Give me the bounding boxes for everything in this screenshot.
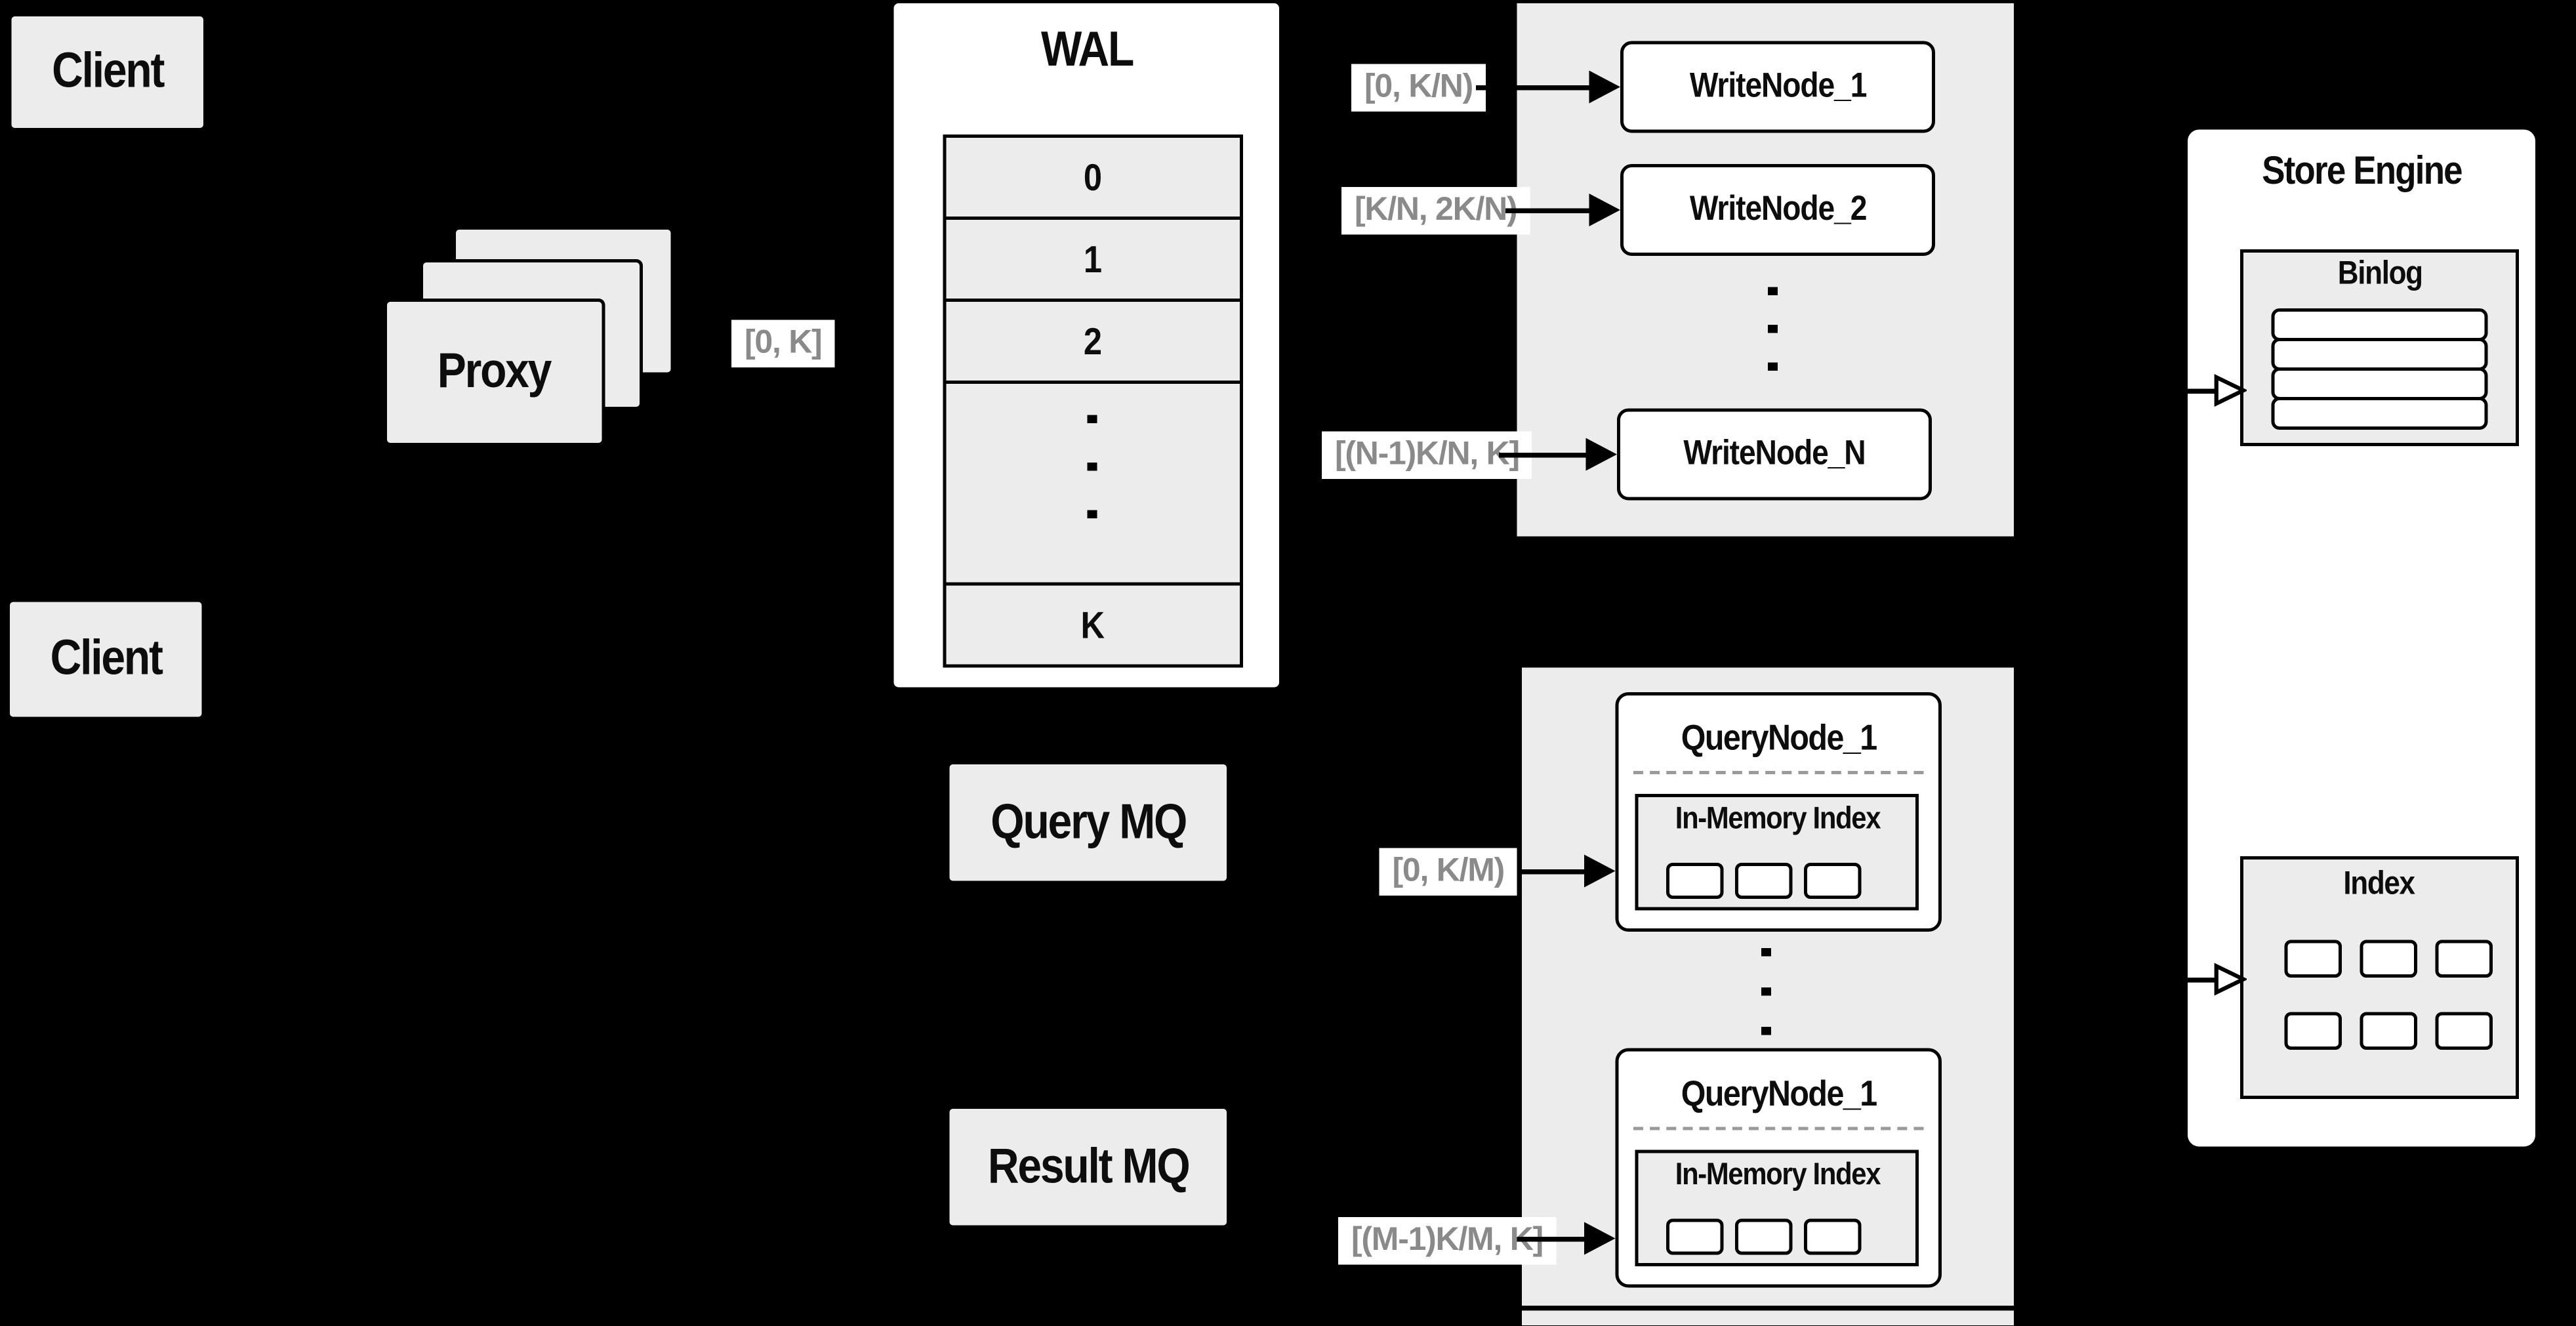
wal-row-ellipsis: [943, 381, 1243, 586]
arrow-writenode-n-shaft: [1499, 453, 1586, 458]
arrow-writenode-2-head-icon: [1589, 194, 1620, 226]
query-mq-label: Query MQ: [990, 795, 1187, 849]
arrow-binlog-open-head-icon: [2214, 374, 2247, 407]
querynode-ellipsis-dot: [1761, 1027, 1771, 1035]
memory-cell: [1666, 863, 1724, 899]
range-label-writenode-2: [K/N, 2K/N): [1341, 187, 1530, 235]
result-mq-label: Result MQ: [987, 1139, 1190, 1193]
binlog-title: Binlog: [2337, 256, 2423, 292]
proxy-node: Proxy: [384, 299, 605, 446]
writenode-ellipsis-dot: [1768, 362, 1778, 371]
memory-cell: [1804, 863, 1862, 899]
wal-title: WAL: [1040, 23, 1134, 77]
wal-row-2: 2: [943, 299, 1243, 384]
index-cell: [2360, 940, 2417, 978]
memory-cell: [1735, 863, 1793, 899]
writenode-n-label: WriteNode_N: [1683, 434, 1866, 473]
querynode-ellipsis-dot: [1761, 987, 1771, 996]
arrow-writenode-n-head-icon: [1585, 438, 1617, 471]
wal-row-0: 0: [943, 135, 1243, 220]
querynode-top-title: QueryNode_1: [1681, 716, 1877, 758]
arrow-querynode-bottom-shaft: [1517, 1237, 1584, 1242]
arrow-querynode-top-head-icon: [1584, 854, 1616, 888]
wal-row-1: 1: [943, 217, 1243, 302]
index-cell: [2284, 940, 2342, 978]
result-mq-node: Result MQ: [946, 1106, 1230, 1229]
in-memory-index-top-title: In-Memory Index: [1674, 802, 1881, 837]
memory-cell: [1666, 1218, 1724, 1255]
index-cell: [2435, 1012, 2493, 1050]
binlog-row: [2271, 308, 2488, 341]
writenode-1-label: WriteNode_1: [1689, 67, 1867, 106]
writenode-ellipsis-dot: [1768, 287, 1778, 295]
binlog-row: [2271, 367, 2488, 400]
range-label-writenode-1: [0, K/N): [1351, 64, 1486, 112]
client-bottom-label: Client: [50, 631, 163, 686]
writenode-2-node: WriteNode_2: [1620, 164, 1935, 256]
client-top-label: Client: [51, 44, 165, 99]
memory-cell: [1804, 1218, 1862, 1255]
writenode-ellipsis-dot: [1768, 325, 1778, 333]
arrow-writenode-1-shaft: [1476, 85, 1589, 91]
querynode-top-divider: [1633, 771, 1924, 774]
memory-cell: [1735, 1218, 1793, 1255]
index-cell: [2435, 940, 2493, 978]
arrow-writenode-2-shaft: [1505, 208, 1589, 213]
querynode-bottom-divider: [1633, 1127, 1924, 1130]
index-node: Index: [2240, 856, 2519, 1099]
wal-ellipsis-dot: [1087, 415, 1097, 423]
arrow-binlog-shaft: [2188, 388, 2217, 394]
wal-ellipsis-dot: [1087, 510, 1097, 518]
index-cell: [2284, 1012, 2342, 1050]
wal-row-k: K: [943, 582, 1243, 668]
writenode-n-node: WriteNode_N: [1617, 408, 1932, 501]
binlog-row: [2271, 397, 2488, 430]
querynode-panel-bottom-border: [1522, 1306, 2014, 1311]
range-label-proxy-wal: [0, K]: [731, 320, 835, 367]
client-top-node: Client: [8, 13, 207, 131]
client-bottom-node: Client: [7, 598, 205, 720]
proxy-label: Proxy: [438, 344, 553, 399]
querynode-ellipsis-dot: [1761, 948, 1771, 957]
querynode-bottom-title: QueryNode_1: [1681, 1073, 1877, 1114]
store-engine-title: Store Engine: [2261, 149, 2463, 194]
index-cell: [2360, 1012, 2417, 1050]
range-label-writenode-n: [(N-1)K/N, K]: [1322, 431, 1532, 479]
query-mq-node: Query MQ: [946, 761, 1230, 884]
wal-ellipsis-dot: [1087, 463, 1097, 471]
index-title: Index: [2344, 866, 2416, 902]
in-memory-index-bottom-title: In-Memory Index: [1674, 1158, 1881, 1193]
arrow-writenode-1-head-icon: [1589, 70, 1620, 104]
writenode-1-node: WriteNode_1: [1620, 41, 1935, 133]
binlog-row: [2271, 338, 2488, 371]
arrow-querynode-bottom-head-icon: [1584, 1222, 1616, 1255]
arrow-querynode-top-shaft: [1517, 869, 1584, 875]
arrow-index-shaft: [2188, 978, 2217, 983]
range-label-querynode-bottom: [(M-1)K/M, K]: [1338, 1217, 1557, 1265]
range-label-querynode-top: [0, K/M): [1379, 848, 1518, 896]
writenode-2-label: WriteNode_2: [1689, 190, 1867, 228]
arrow-index-open-head-icon: [2214, 963, 2247, 996]
